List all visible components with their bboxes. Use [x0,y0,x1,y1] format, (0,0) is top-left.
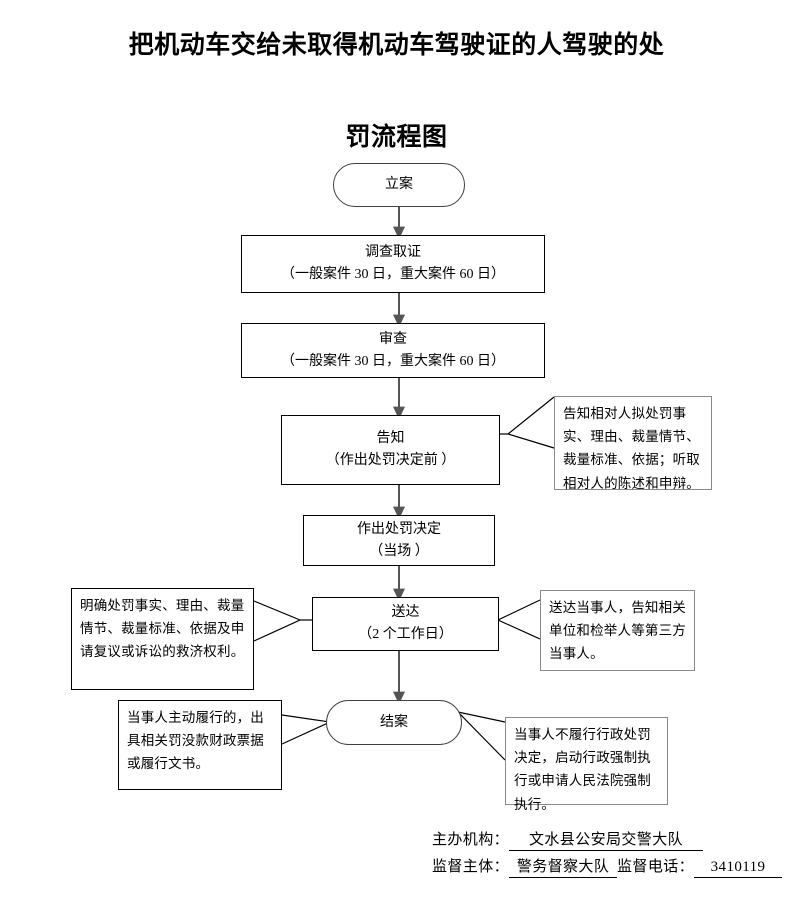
flow-node-start-line-1: 立案 [385,177,413,193]
flow-node-review-line-2: （一般案件 30 日，重大案件 60 日） [281,353,505,369]
connector-close-left-note [281,714,333,745]
annotation-note-serve-left: 明确处罚事实、理由、裁量情节、裁量标准、依据及申请复议或诉讼的救济权利。 [71,588,254,690]
flow-node-close-line-1: 结案 [380,714,408,730]
connector-serve-right-note [496,599,541,640]
footer-phone-value: 3410119 [694,859,783,878]
flow-node-start[interactable]: 立案 [333,163,465,207]
footer-supervisor-value: 警务督察大队 [509,855,618,878]
flow-node-investigate-line-2: （一般案件 30 日，重大案件 60 日） [281,267,505,282]
flow-node-review[interactable]: 审查 （一般案件 30 日，重大案件 60 日） [241,323,545,378]
flow-node-decision[interactable]: 作出处罚决定 （当场 ） [303,515,495,566]
footer-organizer-label: 主办机构： [432,832,510,848]
flow-node-review-line-1: 审查 [379,331,407,347]
annotation-note-notify: 告知相对人拟处罚事实、理由、裁量情节、裁量标准、依据；听取相对人的陈述和申辩。 [554,396,712,491]
flow-node-serve[interactable]: 送达 （2 个工作日） [312,597,499,651]
footer-phone-label: 监督电话： [617,859,695,875]
flow-node-serve-line-1: 送达 [391,605,420,621]
flow-node-notify-line-2: （作出处罚决定前 ） [325,453,456,468]
flow-node-serve-line-2: （2 个工作日） [358,627,453,642]
flow-node-close[interactable]: 结案 [326,700,462,745]
flow-node-notify-line-1: 告知 [376,431,405,447]
flow-node-investigate-line-1: 调查取证 [365,245,421,261]
flow-node-investigate[interactable]: 调查取证 （一般案件 30 日，重大案件 60 日） [241,235,545,293]
flow-node-decision-line-2: （当场 ） [369,543,429,559]
connector-serve-left-note [253,600,302,642]
footer-organizer-value: 文水县公安局交警大队 [509,828,704,851]
connector-notify-note [506,396,555,449]
connector-close-right-note [456,710,506,761]
annotation-note-close-right: 当事人不履行行政处罚决定，启动行政强制执行或申请人民法院强制执行。 [505,717,668,812]
footer-supervisor-label: 监督主体： [432,859,510,875]
annotation-note-serve-right: 送达当事人，告知相关单位和检举人等第三方当事人。 [540,590,695,671]
footer-organizer-row: 主办机构：文水县公安局交警大队 [432,828,704,851]
flow-node-decision-line-1: 作出处罚决定 [357,521,441,537]
page-title-line-1: 把机动车交给未取得机动车驾驶证的人驾驶的处 [128,31,665,59]
footer-supervisor-row: 监督主体：警务督察大队监督电话：3410119 [432,855,783,878]
annotation-note-close-left: 当事人主动履行的，出具相关罚没款财政票据或履行文书。 [118,700,282,790]
page-title-line-2: 罚流程图 [345,123,448,151]
flow-node-notify[interactable]: 告知 （作出处罚决定前 ） [281,415,500,485]
